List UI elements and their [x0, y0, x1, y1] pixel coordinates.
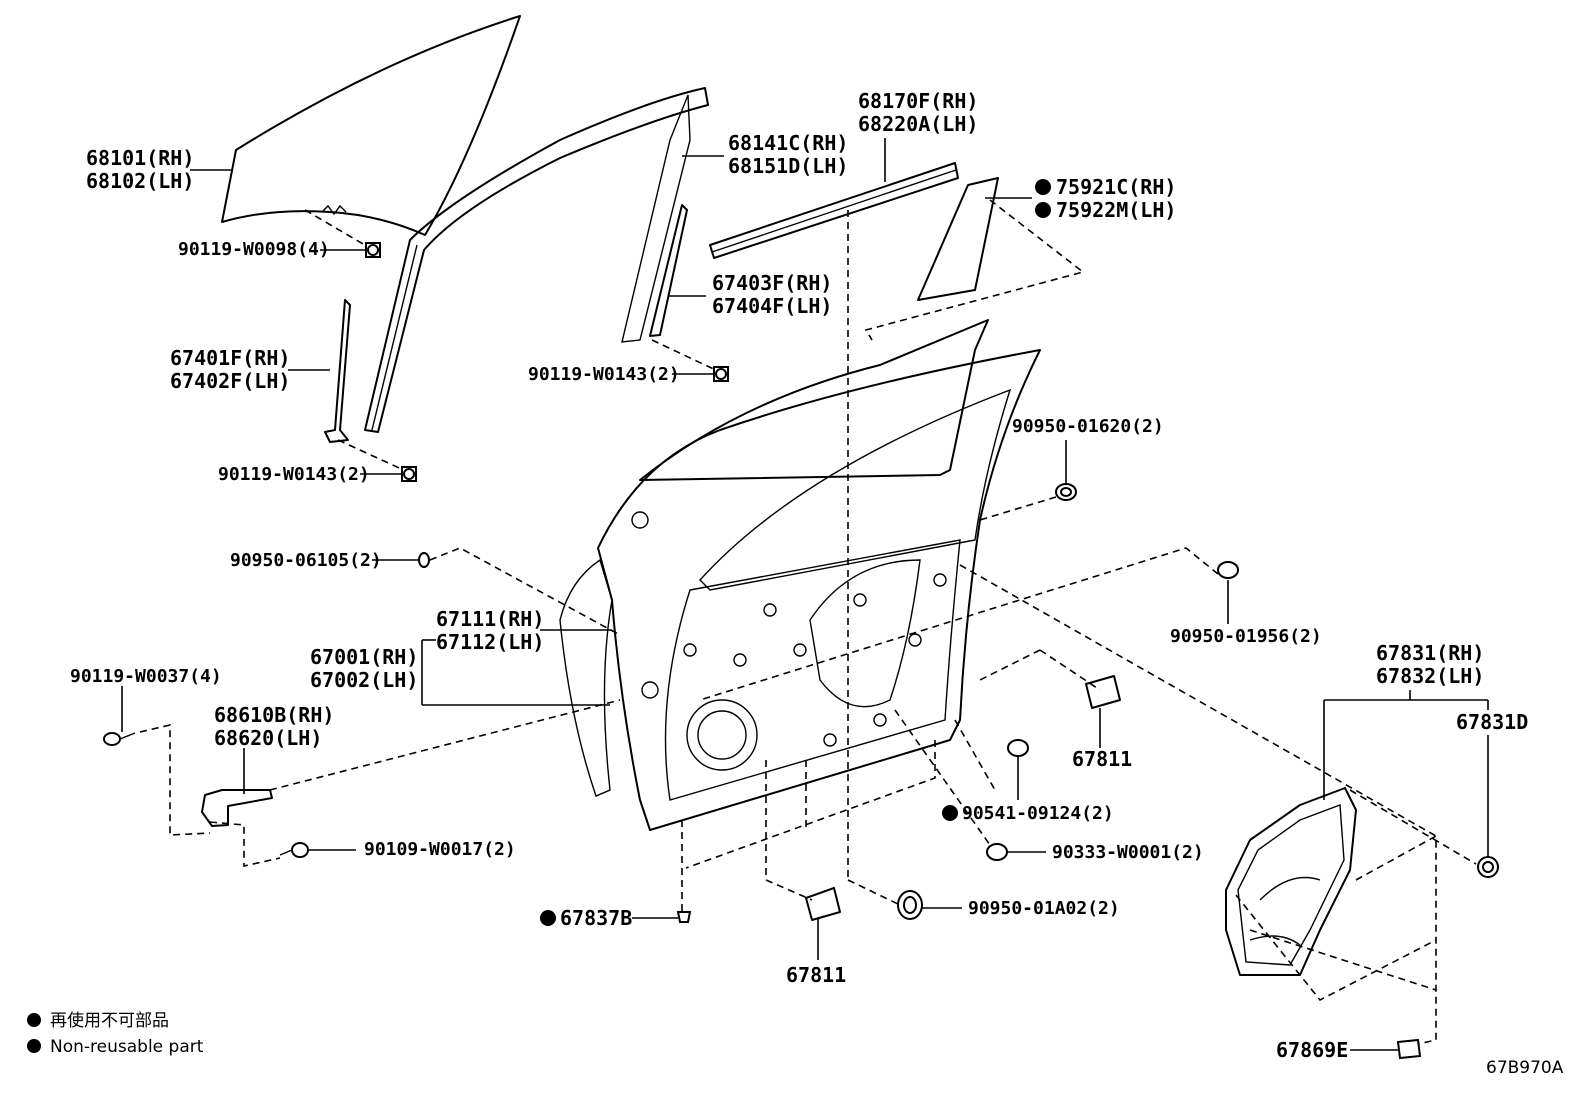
label-weather-rh: 67111(RH): [436, 607, 544, 631]
label-glass-rh: 68101(RH): [86, 146, 194, 170]
label-front-frame-lh: 67402F(LH): [170, 369, 290, 393]
label-front-frame-rh: 67401F(RH): [170, 346, 290, 370]
label-clip-67869e: 67869E: [1276, 1038, 1348, 1062]
label-bolt-w0017: 90109-W0017(2): [364, 839, 516, 860]
label-door-rh: 67001(RH): [310, 645, 418, 669]
service-hole-cover: [1225, 787, 1357, 976]
legend: 再使用不可部品 Non-reusable part: [27, 1010, 204, 1057]
door-check: [201, 789, 273, 827]
label-weather-lh: 67112(LH): [436, 630, 544, 654]
rear-lower-frame: [649, 204, 688, 337]
label-belt-rh: 68170F(RH): [858, 89, 978, 113]
label-seal-67811-bottom: 67811: [786, 963, 846, 987]
label-check-rh: 68610B(RH): [214, 703, 334, 727]
label-bolt-w0037: 90119-W0037(4): [70, 666, 222, 687]
glass-run: [364, 87, 709, 433]
hex-bolt-icon: [365, 242, 381, 258]
label-garnish-rh: 75921C(RH): [1056, 175, 1176, 199]
label-clip-09124: 90541-09124(2): [962, 803, 1114, 824]
hex-bolt-icon: [103, 732, 136, 746]
label-bolt-w0143-upper: 90119-W0143(2): [528, 364, 680, 385]
label-belt-lh: 68220A(LH): [858, 112, 978, 136]
label-seal-67811-right: 67811: [1072, 747, 1132, 771]
legend-english: Non-reusable part: [50, 1037, 204, 1057]
seal-pad: [1085, 675, 1121, 709]
label-cover-d: 67831D: [1456, 710, 1528, 734]
clip-icon: [676, 911, 692, 923]
front-lower-frame: [324, 299, 351, 443]
hex-bolt-icon: [713, 366, 729, 382]
non-reusable-dot-icon: [27, 1013, 41, 1027]
label-plug-w0001: 90333-W0001(2): [1052, 842, 1204, 863]
label-garnish-lh: 75922M(LH): [1056, 198, 1176, 222]
pillar-garnish: [917, 177, 999, 301]
legend-japanese: 再使用不可部品: [50, 1010, 169, 1031]
label-plug-01956: 90950-01956(2): [1170, 626, 1322, 647]
label-cover-lh: 67832(LH): [1376, 664, 1484, 688]
diagram-code: 67B970A: [1486, 1058, 1564, 1078]
label-door-lh: 67002(LH): [310, 668, 418, 692]
non-reusable-dot-icon: [27, 1039, 41, 1053]
plug-icon: [418, 552, 430, 568]
label-glass-lh: 68102(LH): [86, 169, 194, 193]
non-reusable-dot-icon: [1035, 202, 1051, 218]
hex-bolt-icon: [279, 842, 309, 858]
door-glass: [221, 15, 521, 236]
belt-moulding: [709, 162, 959, 259]
clip-icon: [1477, 856, 1499, 878]
label-bolt-w0143-lower: 90119-W0143(2): [218, 464, 370, 485]
label-plug-06105: 90950-06105(2): [230, 550, 382, 571]
clip-icon: [1396, 1038, 1422, 1060]
hex-bolt-icon: [401, 466, 417, 482]
non-reusable-dot-icon: [540, 910, 556, 926]
label-plug-01a02: 90950-01A02(2): [968, 898, 1120, 919]
clip-icon: [1007, 739, 1029, 757]
plug-icon: [897, 890, 923, 920]
label-cover-rh: 67831(RH): [1376, 641, 1484, 665]
label-bolt-w0098: 90119-W0098(4): [178, 239, 330, 260]
label-rear-frame-lh: 67404F(LH): [712, 294, 832, 318]
label-check-lh: 68620(LH): [214, 726, 322, 750]
plug-icon: [1217, 561, 1239, 579]
seal-pad: [805, 887, 841, 921]
plug-icon: [1055, 483, 1077, 501]
label-rear-frame-rh: 67403F(RH): [712, 271, 832, 295]
non-reusable-dot-icon: [942, 805, 958, 821]
label-plug-01620: 90950-01620(2): [1012, 416, 1164, 437]
door-panel: [559, 319, 1041, 831]
label-run-rh: 68141C(RH): [728, 131, 848, 155]
non-reusable-dot-icon: [1035, 179, 1051, 195]
plug-icon: [986, 843, 1008, 861]
label-clip-67837b: 67837B: [560, 906, 632, 930]
label-run-lh: 68151D(LH): [728, 154, 848, 178]
